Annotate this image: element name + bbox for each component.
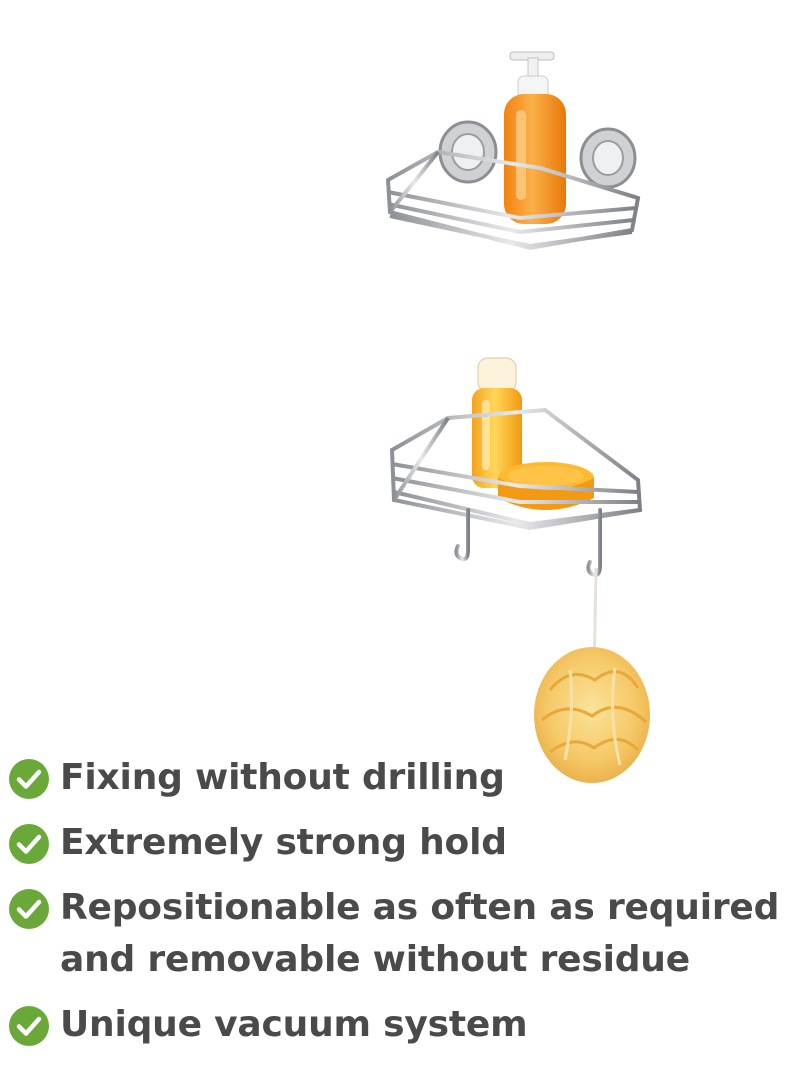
feature-text: Repositionable as often as required and … <box>60 887 780 980</box>
feature-item: Repositionable as often as required and … <box>8 882 798 986</box>
lower-shelf-basket <box>389 407 643 531</box>
feature-text: Extremely strong hold <box>60 822 507 863</box>
towel-hooks <box>454 508 602 577</box>
top-shelf-basket <box>385 149 641 251</box>
check-circle-icon <box>8 1005 50 1047</box>
check-circle-icon <box>8 758 50 800</box>
suction-cup-right <box>579 127 637 189</box>
soap-dispenser-icon <box>504 51 566 224</box>
suction-cup-left <box>438 120 498 184</box>
feature-text: Unique vacuum system <box>60 1004 528 1045</box>
feature-item: Unique vacuum system <box>8 999 798 1051</box>
check-circle-icon <box>8 888 50 930</box>
feature-list: Fixing without drilling Extremely strong… <box>8 752 798 1064</box>
feature-text: Fixing without drilling <box>60 757 505 798</box>
check-circle-icon <box>8 823 50 865</box>
product-image-shower-caddy <box>370 40 670 800</box>
corner-shelf-illustration <box>385 51 650 783</box>
bath-sponge-icon <box>534 647 650 783</box>
support-rods <box>465 190 603 540</box>
feature-item: Fixing without drilling <box>8 752 798 804</box>
feature-item: Extremely strong hold <box>8 817 798 869</box>
